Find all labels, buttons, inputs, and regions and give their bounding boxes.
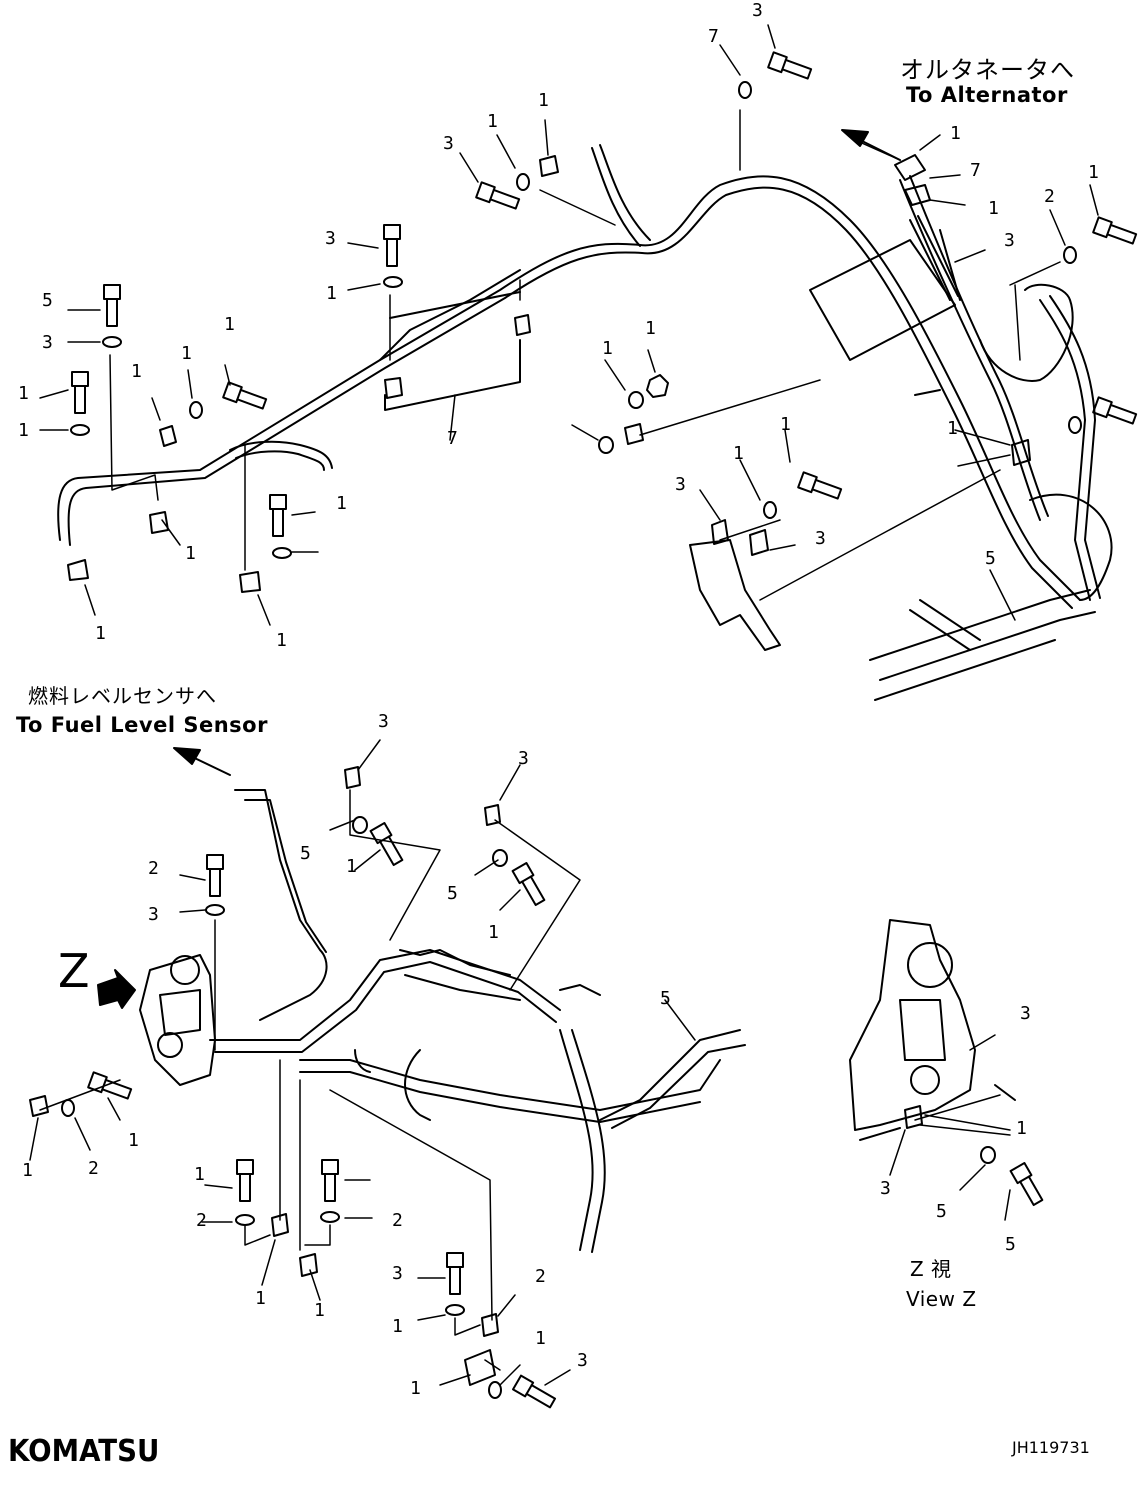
washers	[61, 81, 1082, 1399]
alternator-label-en: To Alternator	[906, 83, 1068, 107]
callout: 1	[255, 1288, 266, 1309]
callout: 3	[392, 1263, 403, 1284]
callout: 3	[1004, 230, 1015, 251]
alternator-connector	[894, 154, 1074, 396]
callout: 7	[970, 160, 981, 181]
callout: 1	[602, 338, 613, 359]
callout: 2	[88, 1158, 99, 1179]
callout: 1	[131, 361, 142, 382]
callout: 1	[346, 856, 357, 877]
callout: 1	[326, 283, 337, 304]
callout: 3	[378, 711, 389, 732]
callout: 2	[196, 1210, 207, 1231]
callout: 1	[276, 630, 287, 651]
clamps	[29, 155, 1031, 1386]
view-z-arrow	[97, 969, 136, 1009]
callout: 3	[1020, 1003, 1031, 1024]
view-z-label-en: View Z	[906, 1287, 977, 1311]
callout: 1	[1016, 1118, 1027, 1139]
callout: 1	[410, 1378, 421, 1399]
lower-harness	[209, 789, 746, 1253]
callout: 1	[988, 198, 999, 219]
callout: 1	[950, 123, 961, 144]
callout: 3	[880, 1178, 891, 1199]
callout: 3	[752, 0, 763, 21]
callout: 1	[22, 1160, 33, 1181]
upper-harness	[57, 144, 1113, 701]
fuel-sensor-label-en: To Fuel Level Sensor	[16, 713, 268, 737]
callout: 1	[645, 318, 656, 339]
callout: 1	[181, 343, 192, 364]
callout: 1	[194, 1164, 205, 1185]
callout: 3	[577, 1350, 588, 1371]
alternator-label-jp: オルタネータへ	[900, 56, 1075, 84]
callout: 3	[518, 748, 529, 769]
callout: 1	[488, 922, 499, 943]
callout: 5	[660, 988, 671, 1009]
view-z-marker: Z	[58, 944, 90, 998]
direction-arrows	[173, 129, 901, 776]
callout: 1	[95, 623, 106, 644]
callout: 1	[535, 1328, 546, 1349]
callout: 1	[224, 314, 235, 335]
callout: 1	[1088, 162, 1099, 183]
bolts	[71, 51, 1138, 1409]
callout: 3	[325, 228, 336, 249]
callout: 3	[675, 474, 686, 495]
callout: 5	[985, 548, 996, 569]
callout: 2	[148, 858, 159, 879]
callout: 2	[535, 1266, 546, 1287]
callout: 5	[42, 290, 53, 311]
callout: 1	[780, 414, 791, 435]
callout: 1	[733, 443, 744, 464]
callout: 1	[538, 90, 549, 111]
view-z-detail	[849, 919, 1016, 1141]
view-z-label-jp: Z 視	[910, 1257, 952, 1281]
callout: 5	[447, 883, 458, 904]
fuel-sensor-unit	[139, 954, 216, 1086]
callout: 5	[936, 1201, 947, 1222]
callout: 5	[300, 843, 311, 864]
callout: 1	[128, 1130, 139, 1151]
leader-lines	[29, 24, 1099, 1386]
callout: 1	[947, 418, 958, 439]
callout: 1	[487, 111, 498, 132]
callout: 7	[708, 26, 719, 47]
callout: 1	[18, 383, 29, 404]
callout: 1	[185, 543, 196, 564]
lower-right-bracket	[689, 539, 781, 651]
callout: 1	[336, 493, 347, 514]
callout: 1	[392, 1316, 403, 1337]
callout: 3	[42, 332, 53, 353]
callout: 1	[314, 1300, 325, 1321]
drawing-number: JH119731	[1012, 1438, 1090, 1457]
callout: 5	[1005, 1234, 1016, 1255]
callout: 1	[18, 420, 29, 441]
callout: 3	[148, 904, 159, 925]
callout: 3	[815, 528, 826, 549]
callout: 2	[392, 1210, 403, 1231]
callout: 7	[447, 428, 458, 449]
callout: 2	[1044, 186, 1055, 207]
fuel-sensor-label-jp: 燃料レベルセンサへ	[28, 684, 217, 708]
upper-bracket-plate	[384, 239, 956, 411]
callout: 3	[443, 133, 454, 154]
brand-logo: KOMATSU	[8, 1434, 160, 1469]
